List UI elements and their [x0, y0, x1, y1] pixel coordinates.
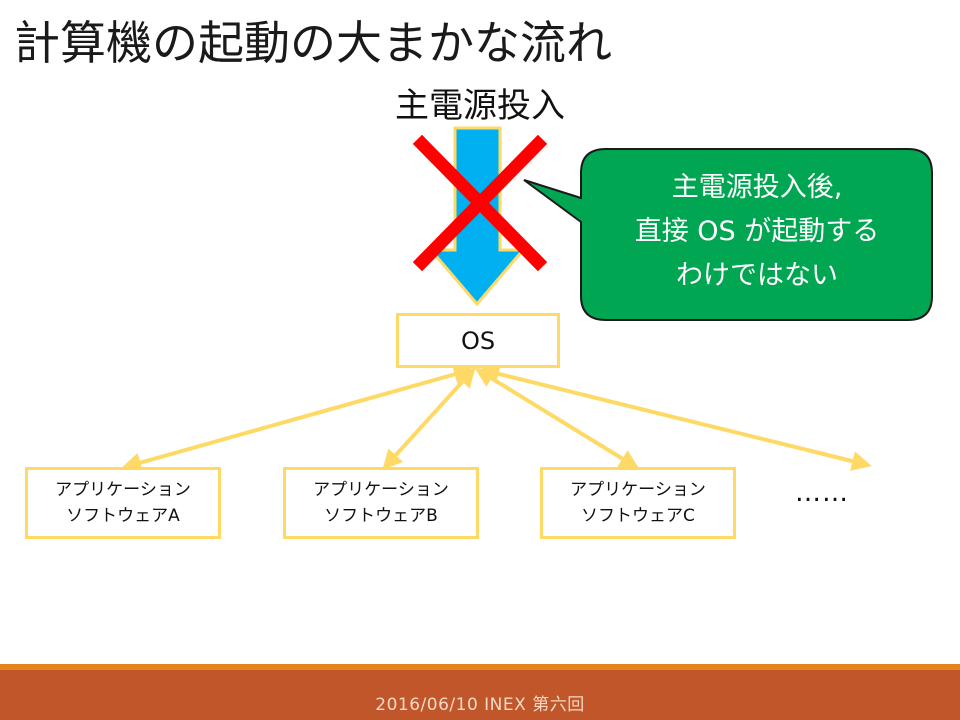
app-box-line-2: ソフトウェアC [581, 506, 695, 526]
app-box-line-1: アプリケーション [313, 480, 449, 500]
footer-text: 2016/06/10 INEX 第六回 [375, 695, 585, 715]
app-box-line-2: ソフトウェアB [324, 506, 438, 526]
connector-os-more [479, 364, 872, 471]
app-box-line-1: アプリケーション [55, 480, 191, 500]
os-box: OS [396, 313, 560, 368]
power-down-arrow [427, 126, 527, 307]
more-apps-ellipsis: …… [795, 478, 849, 508]
app-box-line-1: アプリケーション [570, 480, 706, 500]
callout-line-3: わけではない [676, 260, 838, 291]
slide-footer: 2016/06/10 INEX 第六回 [0, 664, 960, 720]
app-box-a: アプリケーション ソフトウェアA [25, 467, 221, 539]
connector-os-app-b [382, 367, 476, 470]
callout-text: 主電源投入後, 直接 OS が起動する わけではない [588, 166, 926, 298]
callout-line-2: 直接 OS が起動する [634, 216, 880, 247]
callout-bubble [523, 148, 933, 321]
callout-line-1: 主電源投入後, [671, 172, 843, 203]
slide-title: 計算機の起動の大まかな流れ [14, 16, 612, 70]
cross-out-mark [412, 134, 548, 272]
app-box-line-2: ソフトウェアA [66, 506, 180, 526]
connector-os-app-c [474, 367, 640, 470]
power-on-label: 主電源投入 [395, 86, 565, 126]
app-box-b: アプリケーション ソフトウェアB [283, 467, 479, 539]
connector-os-app-a [121, 364, 474, 473]
app-box-c: アプリケーション ソフトウェアC [540, 467, 736, 539]
